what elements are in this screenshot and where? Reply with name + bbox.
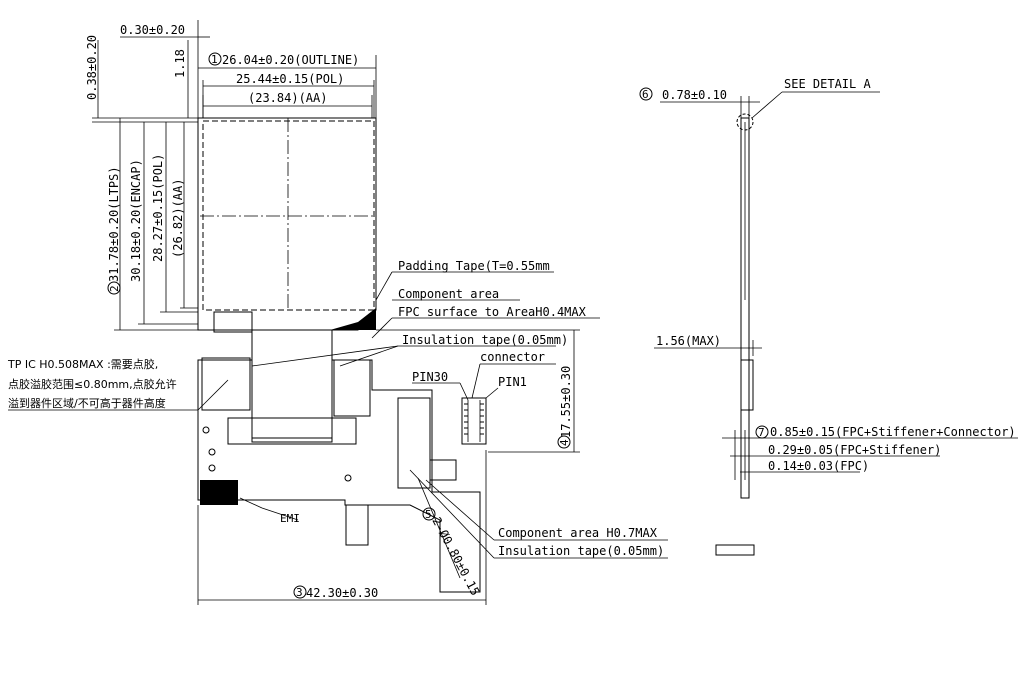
label-pin30: PIN30 [412,370,448,384]
svg-text:7: 7 [758,426,765,439]
fpc-tail [345,504,369,546]
dim-offset-y: 0.38±0.20 [85,35,99,100]
svg-text:1: 1 [211,53,218,66]
dim-pol-height: 28.27±0.15(POL) [151,154,165,262]
dim-fpc-stiff-conn: 0.85±0.15(FPC+Stiffener+Connector) [770,425,1016,439]
svg-text:6: 6 [642,88,649,101]
svg-text:5: 5 [425,508,432,521]
label-padding-tape: Padding Tape(T=0.55mm [398,259,550,273]
dim-fpc: 0.14±0.03(FPC) [768,459,869,473]
label-pin1: PIN1 [498,375,527,389]
marker-3: 3 [293,585,307,599]
label-tp-ic-line1: TP IC H0.508MAX :需要点胶, [7,357,158,371]
fpc-body [197,329,481,593]
dim-outline-width: 26.04±0.20(OUTLINE) [222,53,359,67]
component-area-h07 [397,397,431,489]
via-hole [202,426,210,434]
marker-6: 6 [639,87,653,101]
dim-pol-width: 25.44±0.15(POL) [236,72,344,86]
legend-swatch [715,544,755,556]
label-see-detail: SEE DETAIL A [784,77,871,91]
active-area [202,120,375,311]
insulation-tape-window [251,329,333,439]
via-hole [208,464,216,472]
marker-4: 4 [557,435,571,449]
side-view [654,91,1018,499]
svg-text:2: 2 [108,285,121,292]
fpc-tab [429,459,457,481]
dimension-lines-top [92,20,580,605]
dim-encap-height: 30.18±0.20(ENCAP) [129,159,143,282]
emi-pad [200,480,238,505]
marker-1: 1 [208,52,222,66]
dim-max: 1.56(MAX) [656,334,721,348]
dim-total-width: 42.30±0.30 [306,586,378,600]
label-component-area-h07: Component area H0.7MAX [498,526,658,540]
dim-fpc-height: 17.55±0.30 [559,366,573,438]
dim-aa-height: (26.82)(AA) [171,179,185,258]
via-hole [344,474,352,482]
dim-ltps-height: 31.78±0.20(LTPS) [107,166,121,282]
label-component-area: Component area [398,287,499,301]
label-emi: EMI [280,512,300,525]
dim-thickness: 0.78±0.10 [662,88,727,102]
marker-7: 7 [755,425,769,439]
via-hole [208,448,216,456]
fpc-notch [227,417,357,445]
marker-5: 5 [422,507,436,521]
label-insulation-tape-top: Insulation tape(0.05mm) [402,333,568,347]
svg-text:3: 3 [296,586,303,599]
component-area-left [201,357,251,411]
dim-aa-width: (23.84)(AA) [248,91,327,105]
leader-lines [8,271,668,579]
svg-text:4: 4 [558,439,571,446]
dim-1-18: 1.18 [173,49,187,78]
component-area-right [333,359,371,417]
label-tp-ic-line2: 点胶溢胶范围≤0.80mm,点胶允许 [8,377,177,391]
lcd-panel [197,117,377,333]
marker-2: 2 [107,281,121,295]
label-connector: connector [480,350,545,364]
label-tp-ic-line3: 溢到器件区域/不可高于器件高度 [8,396,166,410]
detail-a-circle [736,113,754,131]
dim-hole: 2-Ø0.80±0.15 [429,515,482,598]
label-insulation-tape-bottom: Insulation tape(0.05mm) [498,544,664,558]
connector-outline [461,397,487,445]
dim-offset-x: 0.30±0.20 [120,23,185,37]
dim-fpc-stiff: 0.29±0.05(FPC+Stiffener) [768,443,941,457]
label-fpc-surface: FPC surface to AreaH0.4MAX [398,305,587,319]
